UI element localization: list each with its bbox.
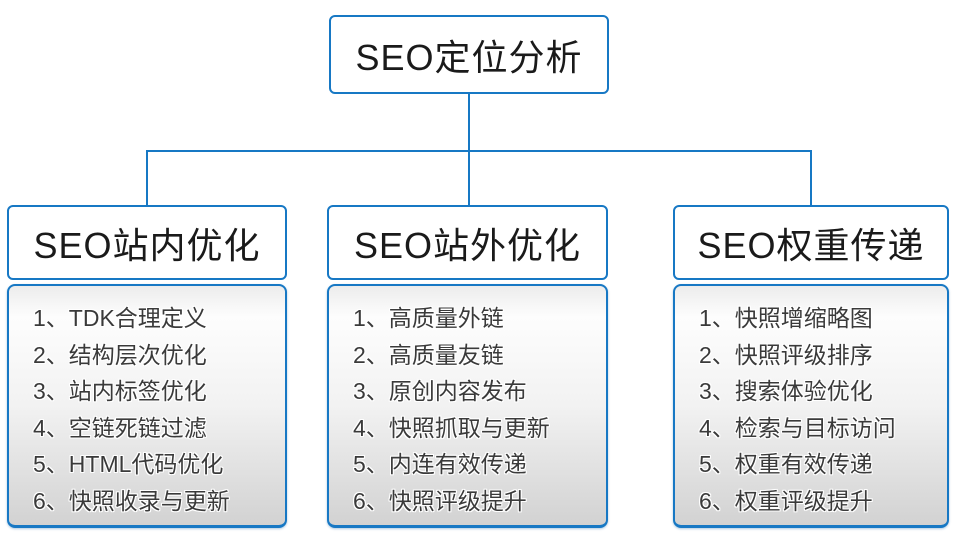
root-node: SEO定位分析 [329,15,609,94]
list-item: 3、原创内容发布 [353,378,527,404]
column-offsite-list: 1、高质量外链 2、高质量友链 3、原创内容发布 4、快照抓取与更新 5、内连有… [353,300,598,519]
list-item: 6、快照评级提升 [353,487,527,514]
column-weight-header: SEO权重传递 [673,205,949,280]
list-item: 1、高质量外链 [353,305,504,331]
list-item: 1、快照增缩略图 [699,305,873,331]
list-item: 2、快照评级排序 [699,341,873,368]
list-item: 5、HTML代码优化 [33,451,224,477]
list-item: 5、权重有效传递 [699,451,873,477]
column-weight: SEO权重传递 1、快照增缩略图 2、快照评级排序 3、搜索体验优化 4、检索与… [673,205,949,528]
column-weight-list: 1、快照增缩略图 2、快照评级排序 3、搜索体验优化 4、检索与目标访问 5、权… [699,300,939,519]
connector-drop-left [146,151,148,205]
column-onsite-header: SEO站内优化 [7,205,287,280]
connector-drop-right [810,151,812,205]
list-item: 6、快照收录与更新 [33,487,230,514]
list-item: 5、内连有效传递 [353,451,527,477]
column-offsite: SEO站外优化 1、高质量外链 2、高质量友链 3、原创内容发布 4、快照抓取与… [327,205,608,528]
connector-horizontal [146,150,812,152]
column-offsite-header: SEO站外优化 [327,205,608,280]
list-item: 4、检索与目标访问 [699,414,896,441]
list-item: 3、站内标签优化 [33,378,207,404]
column-onsite: SEO站内优化 1、TDK合理定义 2、结构层次优化 3、站内标签优化 4、空链… [7,205,287,528]
list-item: 2、结构层次优化 [33,341,207,368]
column-weight-body: 1、快照增缩略图 2、快照评级排序 3、搜索体验优化 4、检索与目标访问 5、权… [673,284,949,528]
list-item: 6、权重评级提升 [699,487,873,514]
column-offsite-body: 1、高质量外链 2、高质量友链 3、原创内容发布 4、快照抓取与更新 5、内连有… [327,284,608,528]
connector-root-stem [468,94,470,151]
column-weight-header-label: SEO权重传递 [697,224,925,266]
list-item: 4、快照抓取与更新 [353,414,550,441]
list-item: 4、空链死链过滤 [33,414,207,441]
list-item: 2、高质量友链 [353,341,504,368]
list-item: 1、TDK合理定义 [33,305,207,331]
column-onsite-header-label: SEO站内优化 [33,224,261,266]
list-item: 3、搜索体验优化 [699,378,873,404]
column-offsite-header-label: SEO站外优化 [353,224,582,266]
column-onsite-body: 1、TDK合理定义 2、结构层次优化 3、站内标签优化 4、空链死链过滤 5、H… [7,284,287,528]
column-onsite-list: 1、TDK合理定义 2、结构层次优化 3、站内标签优化 4、空链死链过滤 5、H… [33,300,277,519]
connector-drop-center [468,151,470,205]
root-node-label: SEO定位分析 [355,36,583,78]
